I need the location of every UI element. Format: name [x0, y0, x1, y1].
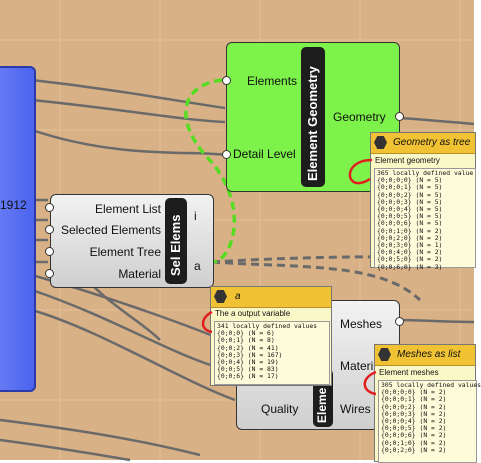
output-grip[interactable] [395, 112, 404, 121]
panel-content[interactable]: 305 locally defined values{0;0;0;0} (N =… [378, 380, 481, 463]
panel-row: {0;0;2;0} (N = 2) [381, 445, 447, 454]
input-element-tree[interactable]: Element Tree [89, 245, 161, 259]
panel-row: {0;0;0;1} (N = 5) [377, 183, 443, 192]
panel-row: {0;0;2} (N = 41) [217, 343, 279, 352]
output-materials[interactable]: Materi [340, 359, 374, 373]
panel-header-line: 305 locally defined values [381, 381, 481, 389]
panel-title: Geometry as tree [393, 137, 471, 148]
panel-title: a [235, 291, 241, 302]
panel-row: {0;0;6;0} (N = 3) [377, 262, 443, 271]
panel-row: {0;0;0;4} (N = 2) [381, 417, 447, 426]
panel-row: {0;0;0;1} (N = 2) [381, 395, 447, 404]
input-material[interactable]: Material [118, 267, 161, 281]
panel-row: {0;0;0;2} (N = 5) [377, 190, 443, 199]
input-selected-elements[interactable]: Selected Elements [60, 223, 161, 237]
left-source-component[interactable] [0, 66, 36, 392]
input-grip[interactable] [45, 203, 54, 212]
panel-row: {0;0;4;0} (N = 2) [377, 248, 443, 257]
panel-row: {0;0;0;0} (N = 5) [377, 176, 443, 185]
panel-row: {0;0;1;0} (N = 2) [377, 226, 443, 235]
panel-row: {0;0;1;0} (N = 2) [381, 438, 447, 447]
red-marker [348, 158, 373, 185]
red-marker [201, 310, 213, 334]
input-grip[interactable] [222, 76, 231, 85]
output-grip[interactable] [395, 317, 404, 326]
panel-subtitle: Element geometry [375, 156, 440, 165]
input-element-list[interactable]: Element List [94, 202, 161, 216]
panel-row: {0;0;4} (N = 19) [217, 358, 279, 367]
element-geometry-title-bar[interactable]: Element Geometry [301, 47, 325, 187]
input-grip[interactable] [45, 225, 54, 234]
output-meshes[interactable]: Meshes [340, 317, 383, 331]
panel-row: {0;0;2;0} (N = 2) [377, 233, 443, 242]
selected-wire[interactable] [184, 78, 237, 264]
panel-row: {0;0;0;6} (N = 5) [377, 219, 443, 228]
panel-content[interactable]: 341 locally defined values{0;0;0} (N = 6… [214, 321, 330, 385]
panel-row: {0;0;0;5} (N = 5) [377, 212, 443, 221]
panel-a-output[interactable]: a The a output variable 341 locally defi… [210, 286, 332, 386]
panel-hexagon-icon [378, 348, 391, 361]
red-marker [363, 370, 377, 396]
panel-geometry-tree[interactable]: Geometry as tree Element geometry 365 lo… [370, 132, 476, 271]
panel-row: {0;0;0;5} (N = 2) [381, 424, 447, 433]
panel-content[interactable]: 365 locally defined value{0;0;0;0} (N = … [374, 168, 476, 271]
sel-elems-component[interactable]: Element List Selected Elements Element T… [50, 194, 214, 288]
panel-subtitle: The a output variable [215, 309, 291, 318]
panel-header-line: 341 locally defined values [217, 322, 318, 330]
left-node-label: 1912 [0, 198, 27, 212]
panel-meshes-list[interactable]: Meshes as list Element meshes 305 locall… [374, 344, 481, 463]
panel-row: {0;0;6} (N = 17) [217, 372, 279, 381]
wire-tree[interactable] [211, 255, 475, 264]
panel-hexagon-icon [214, 290, 227, 303]
panel-header[interactable]: a [211, 287, 331, 308]
input-detail-level[interactable]: Detail Level [233, 147, 296, 161]
panel-row: {0;0;0;6} (N = 2) [381, 431, 447, 440]
input-elements[interactable]: Elements [247, 74, 298, 88]
output-geometry[interactable]: Geometry [333, 110, 386, 124]
panel-row: {0;0;0;3} (N = 2) [381, 409, 447, 418]
panel-row: {0;0;0;2} (N = 2) [381, 402, 447, 411]
panel-row: {0;0;3;0} (N = 1) [377, 241, 443, 250]
input-grip[interactable] [45, 247, 54, 256]
panel-header[interactable]: Meshes as list [375, 345, 475, 366]
wire[interactable] [31, 98, 226, 124]
wire[interactable] [31, 128, 226, 157]
panel-hexagon-icon [374, 136, 387, 149]
input-grip[interactable] [45, 269, 54, 278]
panel-header[interactable]: Geometry as tree [371, 133, 475, 154]
panel-row: {0;0;1} (N = 8) [217, 336, 275, 345]
sel-elems-title-bar[interactable]: Sel Elems [165, 198, 187, 284]
panel-title: Meshes as list [397, 349, 461, 360]
panel-row: {0;0;0;3} (N = 5) [377, 197, 443, 206]
output-wires[interactable]: Wires [340, 402, 371, 416]
panel-row: {0;0;5} (N = 83) [217, 365, 279, 374]
wire[interactable] [0, 418, 201, 457]
wire[interactable] [31, 308, 236, 402]
panel-header-line: 365 locally defined value [377, 169, 474, 177]
panel-row: {0;0;0;0} (N = 2) [381, 388, 447, 397]
wire[interactable] [399, 116, 475, 126]
panel-row: {0;0;5;0} (N = 2) [377, 255, 443, 264]
panel-row: {0;0;0} (N = 6) [217, 329, 275, 338]
wire[interactable] [399, 318, 475, 324]
panel-row: {0;0;3} (N = 167) [217, 350, 283, 359]
wire[interactable] [31, 78, 226, 110]
wire-tree[interactable] [211, 260, 422, 302]
input-grip[interactable] [222, 150, 231, 159]
output-i[interactable]: i [194, 209, 197, 223]
red-marks-layer [201, 158, 377, 396]
panel-row: {0;0;0;4} (N = 5) [377, 205, 443, 214]
input-quality[interactable]: Quality [261, 402, 299, 416]
output-a[interactable]: a [194, 259, 201, 273]
panel-subtitle: Element meshes [379, 368, 439, 377]
wire[interactable] [0, 438, 131, 462]
